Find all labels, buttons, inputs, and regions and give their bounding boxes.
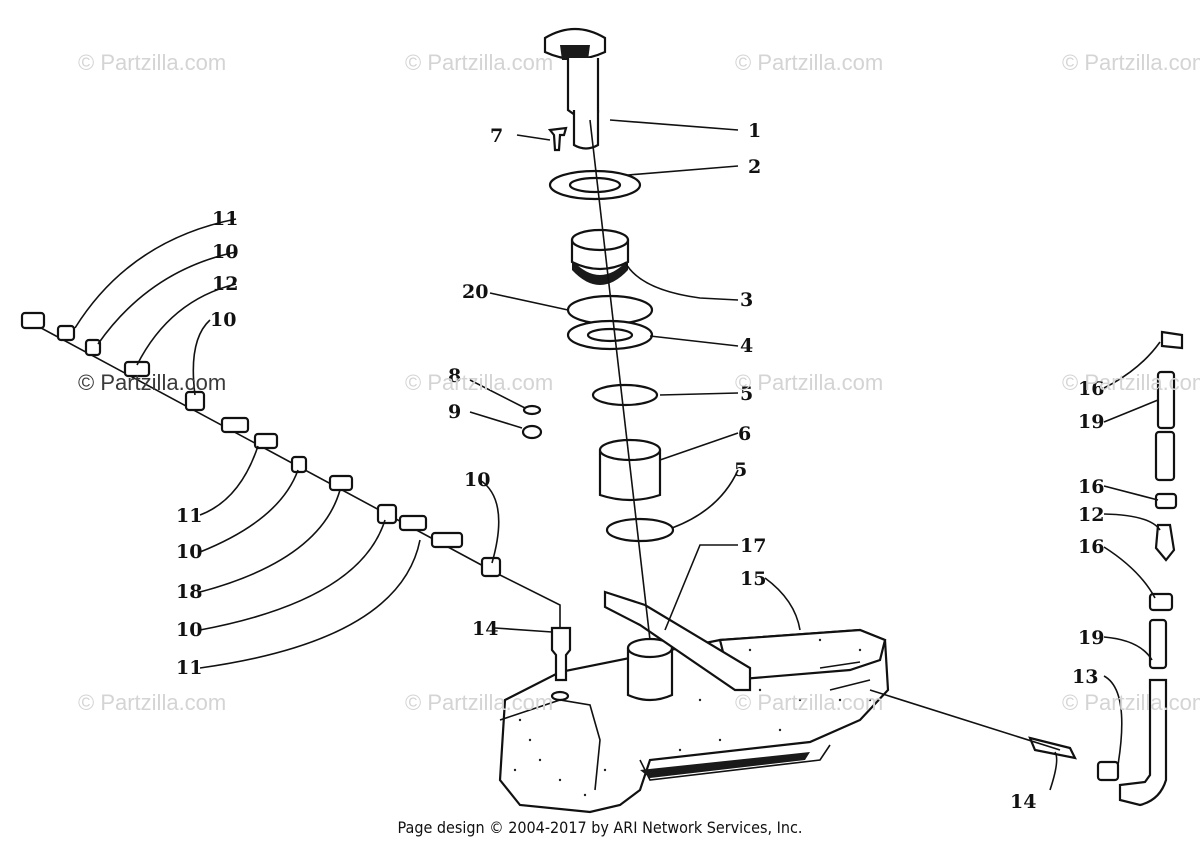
callout-17: 17: [740, 535, 766, 557]
callout-18: 18: [176, 581, 202, 603]
callout-2: 2: [748, 156, 761, 178]
callout-1: 1: [748, 120, 761, 142]
left-fuel-line: [20, 311, 572, 682]
callout-5a: 5: [740, 383, 753, 405]
callout-10-top: 10: [212, 241, 238, 263]
callout-11-top: 11: [212, 208, 238, 230]
callout-5b: 5: [734, 459, 747, 481]
watermark: © Partzilla.com: [735, 50, 884, 75]
callout-13: 13: [1072, 666, 1098, 688]
callout-11-low: 11: [176, 657, 202, 679]
callout-19-top: 19: [1078, 411, 1104, 433]
callout-6: 6: [738, 423, 751, 445]
watermark: © Partzilla.com: [78, 370, 227, 395]
callout-16-low: 16: [1078, 536, 1104, 558]
callout-3: 3: [740, 289, 753, 311]
callout-10-left: 10: [210, 309, 236, 331]
watermark: © Partzilla.com: [735, 370, 884, 395]
callout-4: 4: [740, 335, 753, 357]
callout-7: 7: [490, 125, 503, 147]
watermark: © Partzilla.com: [405, 50, 554, 75]
callout-19-low: 19: [1078, 627, 1104, 649]
watermark: © Partzilla.com: [78, 50, 227, 75]
page-footer: Page design © 2004-2017 by ARI Network S…: [397, 818, 803, 837]
leader-lines: [74, 119, 1161, 791]
callout-12-left: 12: [212, 273, 238, 295]
watermark: © Partzilla.com: [1062, 370, 1200, 395]
callout-16-top: 16: [1078, 378, 1104, 400]
right-vent-line: [869, 330, 1184, 807]
watermark: © Partzilla.com: [78, 690, 227, 715]
watermark: © Partzilla.com: [1062, 50, 1200, 75]
callout-labels: 1 2 3 4 5 5 6 7 8 9 20 11 10 12 10 11 10…: [176, 120, 1104, 813]
watermark: © Partzilla.com: [735, 690, 884, 715]
callout-8: 8: [448, 365, 461, 387]
callout-12-right: 12: [1078, 504, 1104, 526]
callout-9: 9: [448, 401, 461, 423]
callout-11-mid: 11: [176, 505, 202, 527]
callout-20: 20: [462, 281, 488, 303]
fuel-tank: [498, 628, 890, 814]
tank-strap: [603, 590, 752, 692]
callout-14-right: 14: [1010, 791, 1036, 813]
filler-cap-assembly: [521, 28, 675, 641]
watermark: © Partzilla.com: [405, 690, 554, 715]
callout-14-left: 14: [472, 618, 498, 640]
callout-10-mid: 10: [176, 541, 202, 563]
watermark: © Partzilla.com: [1062, 690, 1200, 715]
callout-15: 15: [740, 568, 766, 590]
watermark: © Partzilla.com: [405, 370, 554, 395]
callout-16-mid: 16: [1078, 476, 1104, 498]
callout-10-right: 10: [464, 469, 490, 491]
callout-10-low: 10: [176, 619, 202, 641]
